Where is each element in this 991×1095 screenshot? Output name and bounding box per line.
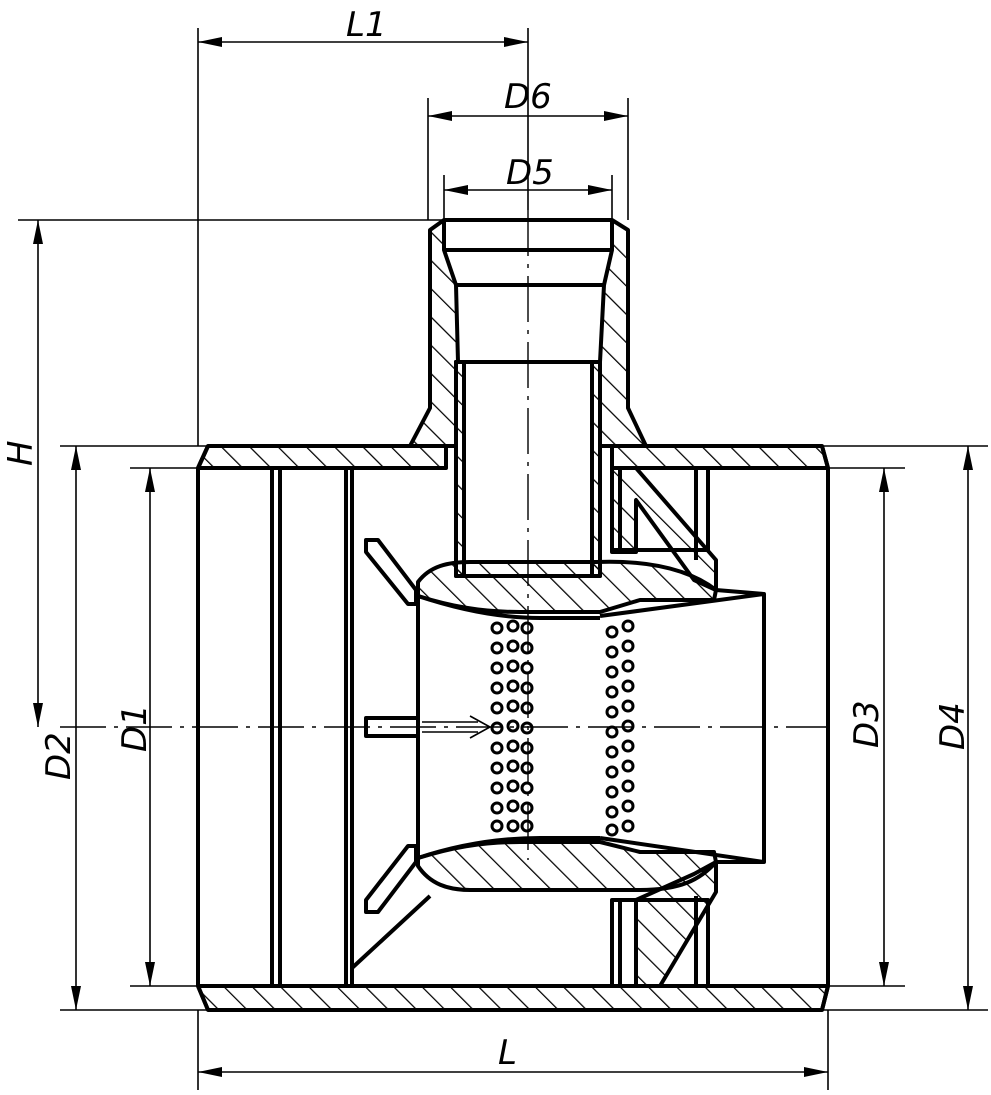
label-l: L <box>498 1033 517 1073</box>
cone-lip <box>715 588 765 864</box>
cylinder-top-line <box>417 594 600 620</box>
dimensions: L1 D6 D5 L H D2 D1 D3 D4 <box>1 5 988 1090</box>
label-d5: D5 <box>506 153 554 193</box>
perforation-left <box>490 619 534 833</box>
nozzle-left-wall <box>408 218 460 448</box>
label-d2: D2 <box>39 732 79 780</box>
bracket-upper-left <box>364 538 418 606</box>
nozzle-right-wall <box>598 218 648 448</box>
right-frame-lower <box>610 898 710 988</box>
web-lower-left <box>350 894 432 984</box>
label-h: H <box>1 440 41 466</box>
diffuser-cone <box>599 592 766 864</box>
right-chamfer <box>820 445 830 1011</box>
upper-wall-right <box>610 444 830 470</box>
inner-tube-wall-right <box>590 360 602 578</box>
upper-wall <box>196 444 448 470</box>
perforation-right <box>605 619 635 837</box>
label-d4: D4 <box>933 702 973 750</box>
label-l1: L1 <box>346 5 387 45</box>
lower-wall <box>196 984 830 1012</box>
label-d1: D1 <box>115 704 155 752</box>
right-frame-upper <box>610 466 710 552</box>
left-chamfer <box>196 445 210 1011</box>
inner-tube-wall-left <box>454 360 466 578</box>
label-d3: D3 <box>847 700 887 748</box>
right-frame-inner <box>618 468 698 986</box>
cylinder-bottom-line <box>417 836 600 860</box>
center-lines <box>60 210 830 860</box>
mixing-chamber <box>350 466 766 988</box>
label-d6: D6 <box>504 77 552 117</box>
bracket-lower-left <box>364 844 418 914</box>
